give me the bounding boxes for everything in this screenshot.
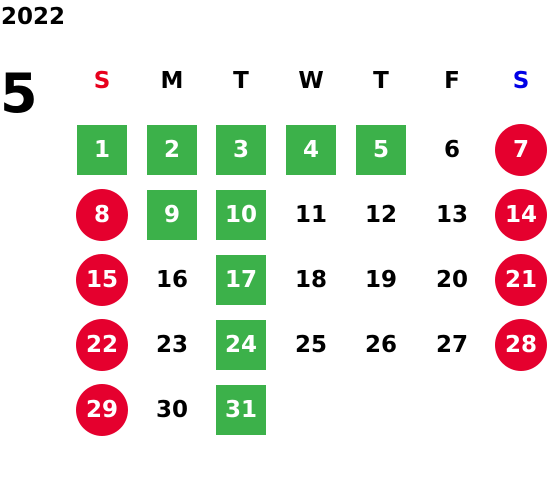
day-cell: 4 — [281, 125, 341, 175]
day-number: 13 — [435, 201, 468, 228]
weekday-header: T — [233, 68, 249, 94]
day-cell: 20 — [422, 255, 482, 305]
day-number: 5 — [356, 125, 406, 175]
day-cell: 1 — [72, 125, 132, 175]
day-number: 31 — [216, 385, 266, 435]
day-cell: 27 — [422, 320, 482, 370]
weekday-header: S — [93, 68, 111, 94]
day-cell: 28 — [491, 319, 548, 371]
day-number: 1 — [77, 125, 127, 175]
day-number: 19 — [364, 266, 397, 293]
day-cell: 25 — [281, 320, 341, 370]
day-number: 18 — [294, 266, 327, 293]
day-number: 14 — [495, 189, 547, 241]
day-cell: 10 — [211, 190, 271, 240]
day-cell: 31 — [211, 385, 271, 435]
day-number: 28 — [495, 319, 547, 371]
day-number: 11 — [294, 201, 327, 228]
day-cell: 17 — [211, 255, 271, 305]
day-cell: 23 — [142, 320, 202, 370]
day-cell: 7 — [491, 124, 548, 176]
day-number: 22 — [76, 319, 128, 371]
day-cell: 30 — [142, 385, 202, 435]
day-cell: 24 — [211, 320, 271, 370]
day-number: 8 — [76, 189, 128, 241]
day-cell: 14 — [491, 189, 548, 241]
weekday-header: S — [512, 68, 530, 94]
day-number: 10 — [216, 190, 266, 240]
day-cell: 2 — [142, 125, 202, 175]
day-number: 17 — [216, 255, 266, 305]
day-cell: 22 — [72, 319, 132, 371]
day-cell: 3 — [211, 125, 271, 175]
day-cell: 5 — [351, 125, 411, 175]
day-cell: 8 — [72, 189, 132, 241]
day-cell: 21 — [491, 254, 548, 306]
day-number: 9 — [147, 190, 197, 240]
day-number: 24 — [216, 320, 266, 370]
weekday-header: M — [160, 68, 184, 94]
year-label: 2022 — [1, 4, 66, 30]
day-number: 4 — [286, 125, 336, 175]
weekday-header: F — [444, 68, 460, 94]
day-cell: 18 — [281, 255, 341, 305]
day-cell: 11 — [281, 190, 341, 240]
day-number: 15 — [76, 254, 128, 306]
day-number: 7 — [495, 124, 547, 176]
day-cell: 13 — [422, 190, 482, 240]
day-number: 3 — [216, 125, 266, 175]
day-cell: 9 — [142, 190, 202, 240]
day-number: 27 — [435, 331, 468, 358]
day-cell: 19 — [351, 255, 411, 305]
day-number: 12 — [364, 201, 397, 228]
day-cell: 15 — [72, 254, 132, 306]
day-cell: 26 — [351, 320, 411, 370]
weekday-header: W — [298, 68, 324, 94]
day-number: 23 — [155, 331, 188, 358]
day-cell: 6 — [422, 125, 482, 175]
day-number: 20 — [435, 266, 468, 293]
day-number: 16 — [155, 266, 188, 293]
day-number: 25 — [294, 331, 327, 358]
day-number: 29 — [76, 384, 128, 436]
day-cell: 12 — [351, 190, 411, 240]
day-cell: 16 — [142, 255, 202, 305]
day-cell: 29 — [72, 384, 132, 436]
day-number: 30 — [155, 396, 188, 423]
day-number: 21 — [495, 254, 547, 306]
day-number: 26 — [364, 331, 397, 358]
month-number: 5 — [0, 62, 38, 125]
day-number: 2 — [147, 125, 197, 175]
weekday-header: T — [373, 68, 389, 94]
day-number: 6 — [443, 136, 460, 163]
